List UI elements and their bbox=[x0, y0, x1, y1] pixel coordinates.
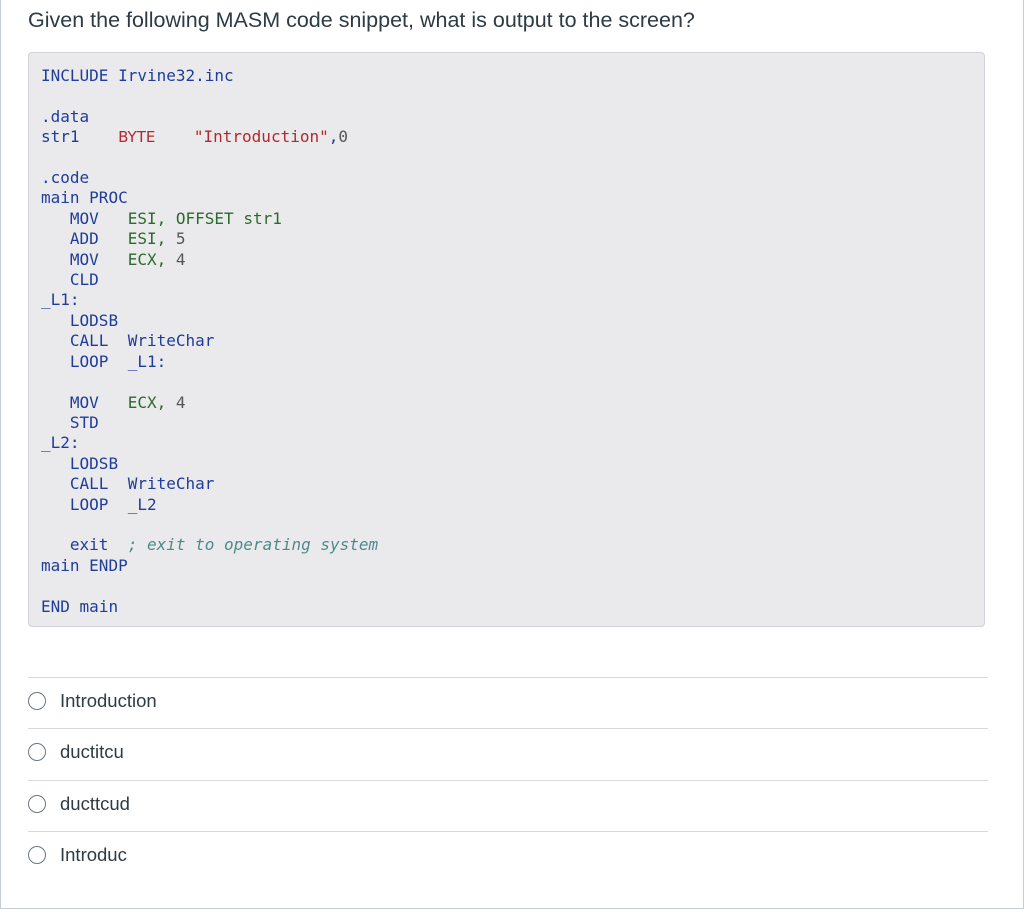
answer-label: Introduc bbox=[60, 844, 127, 865]
end-keyword: END bbox=[41, 596, 70, 616]
proc-name: main bbox=[41, 188, 80, 208]
loop-instruction: LOOP bbox=[69, 494, 109, 514]
answer-label: ductitcu bbox=[60, 741, 124, 762]
answer-divider bbox=[28, 780, 988, 781]
lodsb-instruction: LODSB bbox=[69, 310, 119, 330]
call-instruction: CALL bbox=[69, 474, 109, 494]
answer-label: ducttcud bbox=[60, 793, 130, 814]
string-value: "Introduction" bbox=[193, 127, 329, 147]
proc-keyword: PROC bbox=[89, 188, 128, 208]
frame-bottom-border bbox=[0, 908, 1024, 909]
loop-target: _L1: bbox=[127, 351, 167, 371]
mov-instruction: MOV bbox=[69, 392, 99, 412]
loop-instruction: LOOP bbox=[69, 351, 109, 371]
mov-value: 4 bbox=[175, 249, 186, 269]
mov-instruction: MOV bbox=[69, 208, 99, 228]
lodsb-instruction: LODSB bbox=[69, 453, 119, 473]
string-separator: , bbox=[328, 127, 339, 147]
call-target: WriteChar bbox=[127, 331, 215, 351]
code-listing: INCLUDE Irvine32.inc .data str1 BYTE "In… bbox=[41, 66, 378, 617]
frame-left-border bbox=[0, 0, 1, 908]
answer-option-introduction[interactable]: Introduction bbox=[28, 676, 728, 726]
std-instruction: STD bbox=[69, 412, 99, 432]
call-instruction: CALL bbox=[69, 331, 109, 351]
answer-option-ducttcud[interactable]: ducttcud bbox=[28, 779, 728, 829]
endp-keyword: ENDP bbox=[89, 555, 128, 575]
mov-register: ECX, bbox=[127, 249, 176, 269]
radio-button[interactable] bbox=[28, 846, 46, 864]
loop-label-1: _L1: bbox=[41, 290, 80, 310]
answer-label: Introduction bbox=[60, 690, 157, 711]
loop-label-2: _L2: bbox=[41, 433, 80, 453]
endp-name: main bbox=[41, 555, 80, 575]
end-target: main bbox=[79, 596, 119, 616]
answer-divider bbox=[28, 677, 988, 678]
code-directive: .code bbox=[41, 168, 90, 188]
mov-operands: ESI, OFFSET str1 bbox=[127, 208, 282, 228]
code-block: INCLUDE Irvine32.inc .data str1 BYTE "In… bbox=[28, 52, 985, 627]
answer-divider bbox=[28, 831, 988, 832]
mov-value: 4 bbox=[175, 392, 186, 412]
answer-option-ductitcu[interactable]: ductitcu bbox=[28, 727, 728, 777]
exit-comment: ; exit to operating system bbox=[127, 535, 379, 555]
radio-button[interactable] bbox=[28, 743, 46, 761]
include-file: Irvine32.inc bbox=[118, 66, 234, 85]
string-type: BYTE bbox=[118, 128, 156, 147]
add-register: ESI, bbox=[127, 229, 176, 249]
string-terminator: 0 bbox=[338, 127, 349, 147]
add-value: 5 bbox=[175, 229, 186, 249]
string-label: str1 bbox=[41, 127, 80, 147]
cld-instruction: CLD bbox=[69, 270, 99, 290]
data-directive: .data bbox=[41, 106, 90, 126]
exit-keyword: exit bbox=[69, 535, 109, 555]
answer-option-introduc[interactable]: Introduc bbox=[28, 830, 728, 880]
mov-register: ECX, bbox=[127, 392, 176, 412]
radio-button[interactable] bbox=[28, 795, 46, 813]
mov-instruction: MOV bbox=[69, 249, 99, 269]
call-target: WriteChar bbox=[127, 474, 215, 494]
loop-target: _L2 bbox=[127, 494, 157, 514]
answer-divider bbox=[28, 728, 988, 729]
include-keyword: INCLUDE bbox=[41, 66, 109, 85]
add-instruction: ADD bbox=[69, 229, 99, 249]
radio-button[interactable] bbox=[28, 692, 46, 710]
question-text: Given the following MASM code snippet, w… bbox=[28, 8, 695, 32]
